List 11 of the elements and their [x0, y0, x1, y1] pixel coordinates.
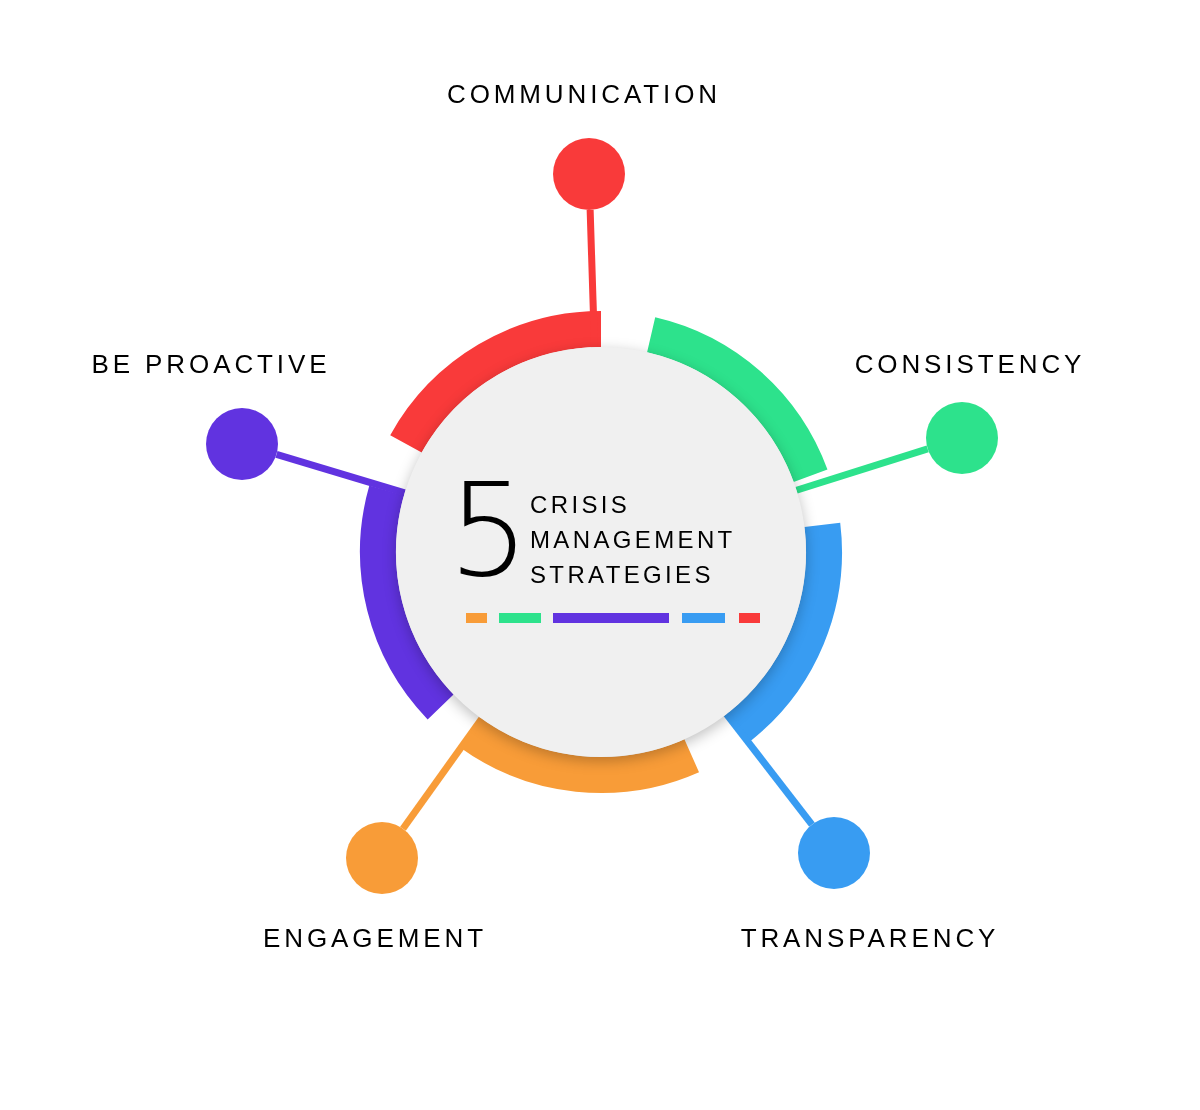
center-title: CRISIS MANAGEMENT STRATEGIES [530, 490, 737, 590]
connector-line [795, 445, 929, 494]
strategy-label: CONSISTENCY [854, 347, 1086, 381]
big-number: 5 [448, 467, 530, 595]
strategy-label: ENGAGEMENT [263, 921, 487, 955]
connector-line [400, 716, 485, 831]
connector-line [275, 451, 406, 497]
connector-line [723, 711, 815, 827]
strategy-label: BE PROACTIVE [91, 347, 331, 381]
strategy-label: TRANSPARENCY [740, 921, 1000, 955]
strategy-label: COMMUNICATION [446, 77, 722, 111]
